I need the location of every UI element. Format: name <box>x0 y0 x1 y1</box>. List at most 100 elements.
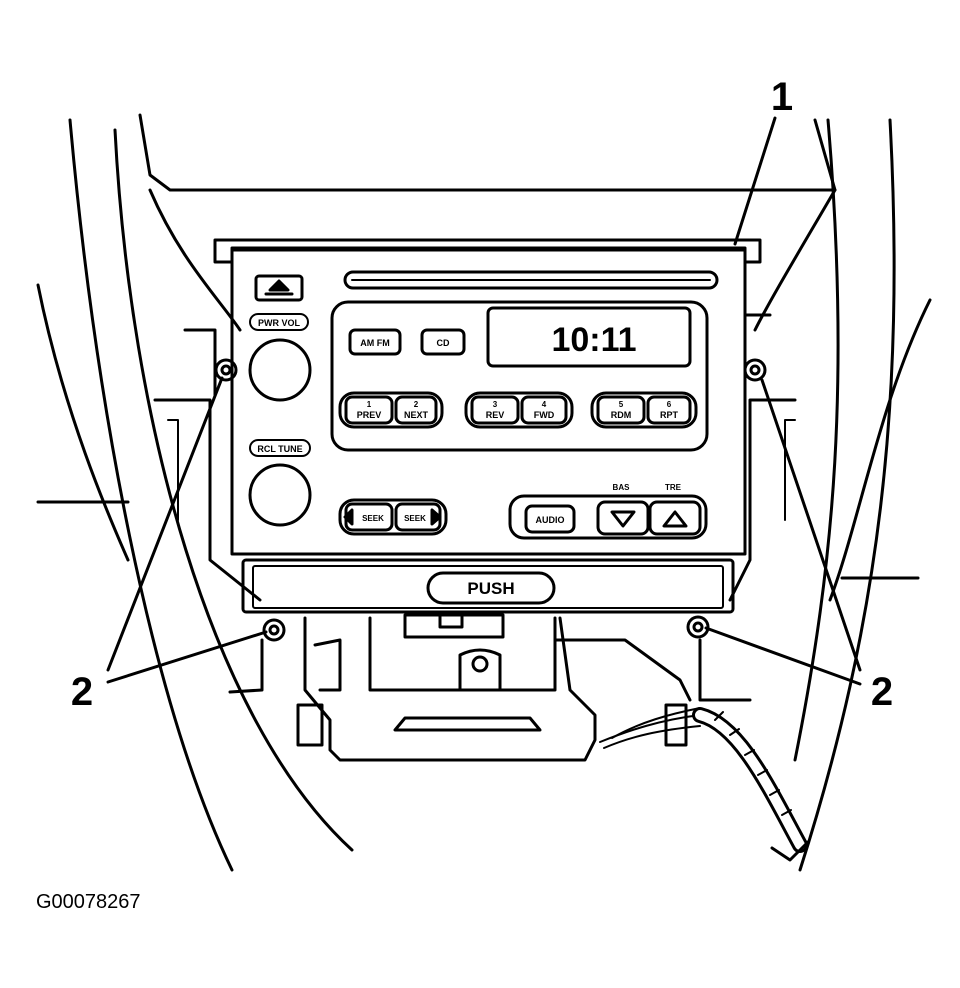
preset-3-label: REV <box>486 410 505 420</box>
audio-group <box>508 494 708 540</box>
preset-3-button[interactable] <box>470 395 520 425</box>
cd-slot <box>343 270 719 290</box>
seek-down-label: SEEK <box>362 514 384 523</box>
dash-console-outline <box>36 113 932 872</box>
console-left-edge-outer <box>68 118 234 872</box>
leader-2-left-upper <box>106 376 224 672</box>
preset-5-button[interactable] <box>596 395 646 425</box>
seek-up-icon <box>430 508 442 526</box>
leader-1 <box>733 116 777 246</box>
screw-lower-right <box>686 615 710 639</box>
preset-2-label: NEXT <box>404 410 429 420</box>
push-panel-inner <box>252 565 724 609</box>
bass-label: BAS <box>613 483 631 492</box>
push-panel <box>241 558 735 614</box>
seek-up-label: SEEK <box>404 514 426 523</box>
preset-5-num: 5 <box>619 400 624 409</box>
leader-2-right-lower <box>704 626 862 686</box>
up-arrow-icon <box>662 510 688 528</box>
button-cluster-panel <box>330 300 709 452</box>
leader-lines <box>106 116 862 686</box>
console-bezel-left-top <box>148 188 242 332</box>
screw-lower-left <box>262 618 286 642</box>
radio-assembly <box>213 238 767 642</box>
preset-1-num: 1 <box>367 400 372 409</box>
down-arrow-icon <box>610 510 636 528</box>
bracket-body <box>303 616 597 762</box>
lower-frame-left <box>228 638 264 694</box>
upper-hood <box>138 113 837 192</box>
rcl-tune-label-box <box>249 439 311 457</box>
seek-down-icon <box>343 508 354 526</box>
push-button[interactable] <box>426 571 556 605</box>
push-label: PUSH <box>467 579 514 598</box>
seek-group <box>338 498 448 536</box>
treble-up-button[interactable] <box>648 500 702 536</box>
preset-4-label: FWD <box>534 410 555 420</box>
radio-text: PWR VOL RCL TUNE AM FM CD 10:11 1 PREV 2… <box>257 318 681 598</box>
cd-button[interactable] <box>420 328 466 356</box>
preset-1-label: PREV <box>357 410 382 420</box>
screw-upper-left <box>214 358 238 382</box>
preset-6-button[interactable] <box>646 395 692 425</box>
rcl-tune-label: RCL TUNE <box>257 444 302 454</box>
console-bezel-right-top <box>753 188 837 332</box>
bass-down-button[interactable] <box>596 500 650 536</box>
bezel-bracket-left <box>153 398 262 602</box>
connector-latch <box>438 613 464 629</box>
callout-labels: 1 2 2 G00078267 <box>36 75 893 913</box>
am-fm-label: AM FM <box>360 338 390 348</box>
screw-upper-right <box>743 358 767 382</box>
bracket-left-foot <box>313 638 342 692</box>
callout-1: 1 <box>771 75 793 119</box>
display-time: 10:11 <box>551 321 636 359</box>
pwr-vol-label: PWR VOL <box>258 318 301 328</box>
preset-5-label: RDM <box>611 410 632 420</box>
console-left-edge-inner <box>113 128 354 852</box>
figure-id: G00078267 <box>36 891 141 913</box>
bezel-slot-right <box>784 419 796 521</box>
preset-group-5-6 <box>590 391 698 429</box>
leader-2-left-lower <box>106 630 268 684</box>
preset-1-button[interactable] <box>344 395 394 425</box>
cd-label: CD <box>437 338 450 348</box>
radio-faceplate <box>230 246 747 556</box>
bracket-right-arm <box>553 638 692 702</box>
pwr-vol-label-box <box>249 313 309 331</box>
harness-loom-wraps <box>714 711 792 816</box>
harness-wire-c <box>611 707 701 739</box>
am-fm-button[interactable] <box>348 328 402 356</box>
bezel-bracket-right <box>728 398 797 602</box>
harness-loom-fill <box>695 710 805 850</box>
audio-button[interactable] <box>524 504 576 534</box>
lower-frame-right-clip <box>664 703 688 747</box>
left-tab <box>183 328 217 397</box>
preset-6-num: 6 <box>667 400 672 409</box>
lower-frame-left-clip <box>296 703 324 747</box>
mounting-bracket <box>303 613 692 762</box>
harness-wire-a <box>599 714 701 743</box>
preset-2-button[interactable] <box>394 395 438 425</box>
pwr-vol-knob[interactable] <box>248 338 312 402</box>
preset-4-num: 4 <box>542 400 547 409</box>
audio-label: AUDIO <box>536 515 565 525</box>
eject-button[interactable] <box>254 274 304 302</box>
display-window <box>486 306 692 368</box>
rcl-tune-knob[interactable] <box>248 463 312 527</box>
treble-label: TRE <box>665 483 682 492</box>
preset-4-button[interactable] <box>520 395 568 425</box>
radio-top-trim <box>213 238 762 264</box>
bracket-inner <box>368 616 557 692</box>
harness-wire-b <box>603 725 701 749</box>
console-right-edge-inner <box>793 118 840 762</box>
callout-2-right: 2 <box>871 670 893 714</box>
preset-group-1-2 <box>338 391 444 429</box>
preset-3-num: 3 <box>493 400 498 409</box>
callout-2-left: 2 <box>71 670 93 714</box>
eject-icon <box>264 279 294 296</box>
preset-6-label: RPT <box>660 410 679 420</box>
console-right-edge-far <box>828 298 932 602</box>
wiring-harness <box>599 707 810 862</box>
